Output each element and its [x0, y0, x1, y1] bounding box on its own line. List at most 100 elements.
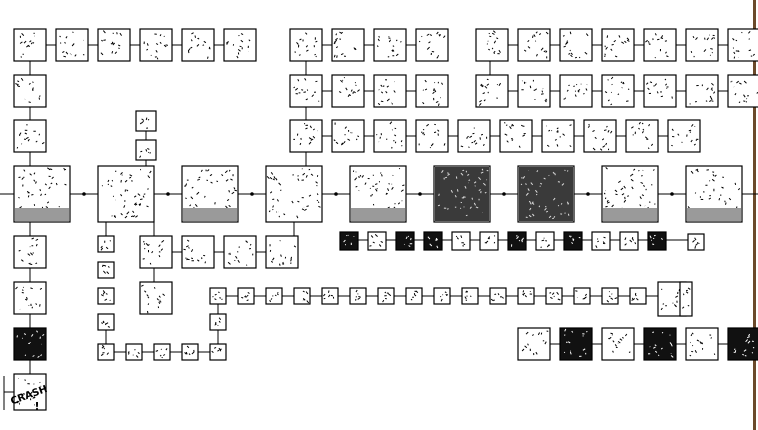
comic-panel[interactable]: [322, 288, 338, 304]
comic-panel[interactable]: [182, 344, 198, 360]
comic-panel[interactable]: [294, 288, 310, 304]
comic-panel[interactable]: [546, 288, 562, 304]
comic-panel[interactable]: [332, 29, 364, 61]
comic-panel[interactable]: [14, 29, 46, 61]
comic-panel[interactable]: [332, 120, 364, 152]
comic-panel[interactable]: [560, 29, 592, 61]
comic-panel[interactable]: [518, 288, 534, 304]
comic-panel[interactable]: [476, 75, 508, 107]
comic-panel[interactable]: [584, 120, 616, 152]
comic-panel[interactable]: [290, 75, 322, 107]
comic-panel[interactable]: [458, 120, 490, 152]
comic-panel[interactable]: [374, 120, 406, 152]
comic-panel[interactable]: [416, 29, 448, 61]
comic-panel[interactable]: [14, 282, 46, 314]
comic-panel[interactable]: [98, 344, 114, 360]
comic-panel[interactable]: [378, 288, 394, 304]
comic-panel[interactable]: [518, 75, 550, 107]
comic-panel[interactable]: [542, 120, 574, 152]
comic-panel[interactable]: [56, 29, 88, 61]
comic-panel[interactable]: [332, 75, 364, 107]
comic-panel[interactable]: [476, 29, 508, 61]
comic-panel[interactable]: [508, 232, 526, 250]
comic-panel[interactable]: [374, 75, 406, 107]
comic-panel[interactable]: [224, 236, 256, 268]
comic-panel[interactable]: [182, 236, 214, 268]
comic-panel[interactable]: [560, 75, 592, 107]
comic-panel[interactable]: [182, 29, 214, 61]
comic-panel[interactable]: [136, 140, 156, 160]
comic-panel[interactable]: [210, 288, 226, 304]
comic-panel[interactable]: [266, 166, 322, 222]
comic-panel[interactable]: [210, 344, 226, 360]
comic-panel[interactable]: [374, 29, 406, 61]
comic-panel[interactable]: [14, 236, 46, 268]
comic-panel[interactable]: [368, 232, 386, 250]
comic-panel[interactable]: [688, 234, 704, 250]
comic-panel[interactable]: [620, 232, 638, 250]
comic-panel[interactable]: [14, 328, 46, 360]
comic-panel[interactable]: [340, 232, 358, 250]
comic-panel[interactable]: [728, 328, 758, 360]
comic-panel[interactable]: [434, 166, 490, 222]
comic-panel[interactable]: [396, 232, 414, 250]
comic-panel[interactable]: [644, 29, 676, 61]
comic-panel[interactable]: [728, 29, 758, 61]
comic-panel[interactable]: [686, 29, 718, 61]
comic-panel[interactable]: [602, 288, 618, 304]
comic-panel[interactable]: [98, 29, 130, 61]
comic-panel[interactable]: [602, 328, 634, 360]
comic-panel[interactable]: [136, 111, 156, 131]
comic-panel[interactable]: [648, 232, 666, 250]
comic-panel[interactable]: [644, 75, 676, 107]
comic-panel[interactable]: [210, 314, 226, 330]
comic-panel[interactable]: [350, 166, 406, 222]
comic-panel[interactable]: [536, 232, 554, 250]
comic-panel[interactable]: [266, 236, 298, 268]
comic-panel[interactable]: [560, 328, 592, 360]
comic-panel[interactable]: [424, 232, 442, 250]
comic-panel[interactable]: [518, 166, 574, 222]
comic-panel[interactable]: [602, 75, 634, 107]
comic-panel[interactable]: [224, 29, 256, 61]
comic-panel[interactable]: [290, 120, 322, 152]
comic-panel[interactable]: [290, 29, 322, 61]
comic-panel[interactable]: [14, 120, 46, 152]
comic-panel[interactable]: [518, 328, 550, 360]
comic-panel[interactable]: [480, 232, 498, 250]
comic-panel[interactable]: [140, 282, 172, 314]
comic-panel[interactable]: [140, 236, 172, 268]
comic-panel[interactable]: [14, 166, 70, 222]
comic-panel[interactable]: [98, 314, 114, 330]
comic-panel[interactable]: [416, 75, 448, 107]
comic-panel[interactable]: [564, 232, 582, 250]
comic-panel[interactable]: [518, 29, 550, 61]
comic-panel[interactable]: [602, 29, 634, 61]
comic-panel[interactable]: [452, 232, 470, 250]
comic-panel[interactable]: [140, 29, 172, 61]
comic-panel[interactable]: [490, 288, 506, 304]
comic-panel[interactable]: [266, 288, 282, 304]
comic-panel[interactable]: [14, 75, 46, 107]
comic-panel[interactable]: [602, 166, 658, 222]
comic-panel[interactable]: [154, 344, 170, 360]
comic-panel[interactable]: [462, 288, 478, 304]
comic-panel[interactable]: [434, 288, 450, 304]
comic-panel[interactable]: [182, 166, 238, 222]
comic-panel[interactable]: [644, 328, 676, 360]
comic-panel[interactable]: [668, 120, 700, 152]
comic-panel[interactable]: [98, 166, 154, 222]
comic-panel[interactable]: [630, 288, 646, 304]
comic-panel[interactable]: [574, 288, 590, 304]
comic-panel[interactable]: [500, 120, 532, 152]
comic-panel[interactable]: [416, 120, 448, 152]
comic-panel[interactable]: [126, 344, 142, 360]
comic-panel[interactable]: [592, 232, 610, 250]
comic-panel[interactable]: [680, 282, 692, 316]
comic-panel[interactable]: [406, 288, 422, 304]
comic-panel[interactable]: [98, 288, 114, 304]
comic-panel[interactable]: [238, 288, 254, 304]
comic-panel[interactable]: [98, 236, 114, 252]
comic-panel[interactable]: [728, 75, 758, 107]
comic-panel[interactable]: [686, 328, 718, 360]
